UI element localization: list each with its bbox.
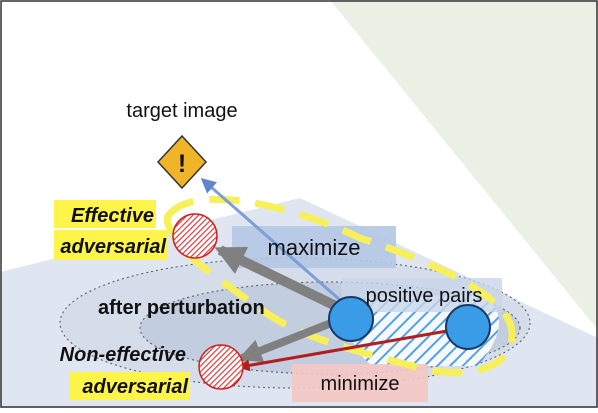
minimize-box: [292, 364, 428, 402]
non-effective-label-line1: Non-effective: [60, 344, 186, 366]
green-region: [330, 0, 598, 330]
maximize-label: maximize: [268, 235, 361, 260]
effective-label-line1: Effective: [71, 205, 154, 227]
maximize-box: [232, 226, 396, 268]
effective-adversarial-circle: [172, 213, 218, 259]
target-image-label: target image: [126, 100, 237, 122]
non-effective-arrow: [237, 314, 346, 363]
effective-highlight-1: [54, 200, 156, 228]
target-exclamation: !: [178, 150, 186, 178]
minimize-label: minimize: [321, 373, 400, 395]
positive-sample-circle-left: [328, 296, 374, 342]
non-effective-adversarial-circle: [198, 344, 244, 390]
red-line: [237, 325, 471, 372]
non-effective-highlight: [70, 372, 190, 400]
yellow-dashed-loop: [163, 195, 516, 376]
effective-highlight-2: [54, 230, 168, 260]
target-diamond-icon: [156, 134, 208, 190]
effective-label-line2: adversarial: [60, 236, 166, 258]
non-effective-label-line2: adversarial: [82, 376, 188, 398]
positive-sample-circle-right: [445, 304, 491, 350]
positive-pairs-label: positive pairs: [366, 285, 483, 307]
after-perturbation-label: after perturbation: [98, 297, 265, 319]
target-arrow: [200, 178, 341, 302]
effective-arrow: [214, 245, 347, 315]
